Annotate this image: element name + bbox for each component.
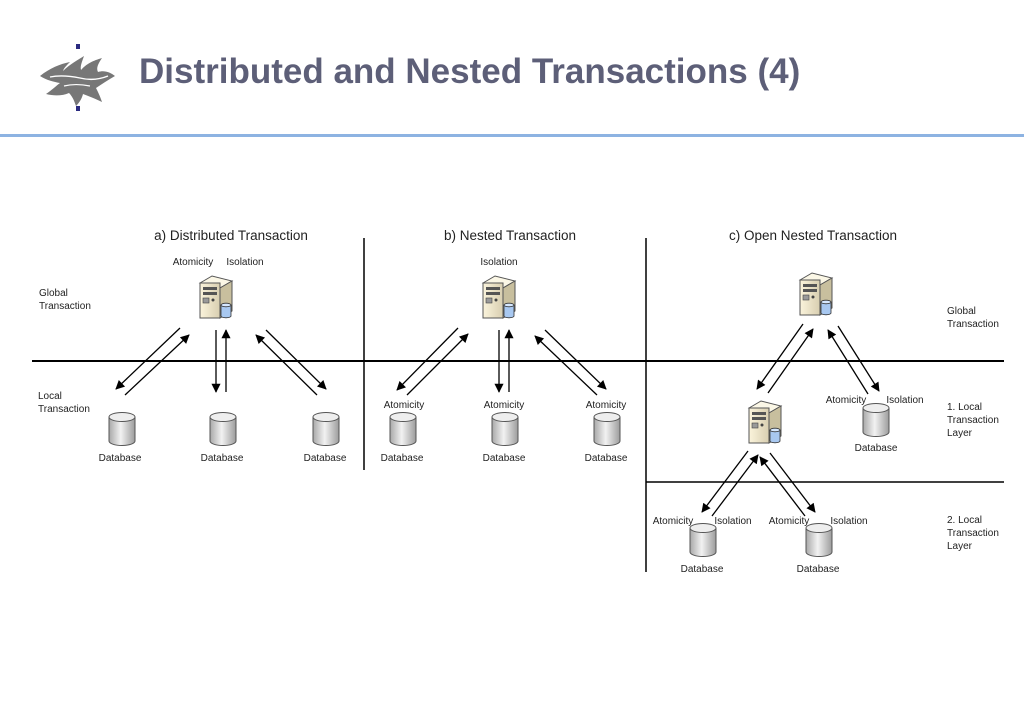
database-icon — [209, 412, 237, 446]
server-icon — [799, 272, 833, 316]
database-label: Database — [99, 453, 142, 464]
arrow — [837, 325, 880, 392]
title-rule — [0, 134, 1024, 137]
arrow — [759, 456, 806, 517]
panel-a-heading: a) Distributed Transaction — [154, 228, 308, 243]
isolation-label: Isolation — [886, 395, 923, 406]
arrow — [534, 335, 598, 396]
arrow — [767, 328, 814, 394]
database-icon — [862, 403, 890, 437]
database-label: Database — [483, 453, 526, 464]
database-label: Database — [797, 564, 840, 575]
panel-distributed-transaction: a) Distributed Transaction Atomicity Iso… — [99, 228, 347, 464]
atomicity-label: Atomicity — [826, 395, 867, 406]
database-label: Database — [304, 453, 347, 464]
arrow — [769, 452, 816, 513]
arrow — [265, 329, 327, 390]
isolation-label: Isolation — [830, 516, 867, 527]
local-layer-2-label-3: Layer — [947, 541, 973, 552]
database-label: Database — [855, 443, 898, 454]
arrow — [756, 323, 804, 390]
atomicity-label: Atomicity — [769, 516, 810, 527]
panel-b-heading: b) Nested Transaction — [444, 228, 576, 243]
isolation-label: Isolation — [226, 257, 263, 268]
local-transaction-label: Local — [38, 391, 62, 402]
global-transaction-label-2: Transaction — [39, 301, 91, 312]
atomicity-label: Atomicity — [173, 257, 214, 268]
database-icon — [805, 523, 833, 557]
database-icon — [312, 412, 340, 446]
database-icon — [491, 412, 519, 446]
local-layer-1-label: 1. Local — [947, 402, 982, 413]
isolation-label: Isolation — [714, 516, 751, 527]
arrow — [544, 329, 607, 390]
local-layer-1-label-2: Transaction — [947, 415, 999, 426]
atomicity-label: Atomicity — [484, 400, 525, 411]
local-layer-2-label: 2. Local — [947, 515, 982, 526]
database-icon — [593, 412, 621, 446]
database-label: Database — [381, 453, 424, 464]
isolation-label: Isolation — [480, 257, 517, 268]
panel-nested-transaction: b) Nested Transaction Isolation Atomicit… — [381, 228, 628, 464]
university-flame-logo — [40, 44, 115, 111]
database-icon — [389, 412, 417, 446]
server-icon — [199, 275, 233, 319]
arrow — [115, 327, 181, 390]
arrow — [124, 334, 190, 396]
local-layer-2-label-2: Transaction — [947, 528, 999, 539]
arrow — [827, 329, 869, 395]
global-transaction-label-right-2: Transaction — [947, 319, 999, 330]
database-icon — [689, 523, 717, 557]
panel-open-nested-transaction: c) Open Nested Transaction Atomicity Iso… — [653, 228, 924, 575]
atomicity-label: Atomicity — [384, 400, 425, 411]
database-label: Database — [201, 453, 244, 464]
arrow — [711, 454, 759, 517]
database-icon — [108, 412, 136, 446]
server-icon — [748, 400, 782, 444]
server-icon — [482, 275, 516, 319]
arrow — [396, 327, 459, 391]
global-transaction-label-right: Global — [947, 306, 976, 317]
database-label: Database — [681, 564, 724, 575]
local-transaction-label-2: Transaction — [38, 404, 90, 415]
panel-c-heading: c) Open Nested Transaction — [729, 228, 897, 243]
atomicity-label: Atomicity — [586, 400, 627, 411]
arrow — [255, 334, 318, 396]
arrow — [701, 450, 749, 513]
local-layer-1-label-3: Layer — [947, 428, 973, 439]
arrow — [406, 333, 469, 396]
layer-separators — [32, 238, 1004, 572]
global-transaction-label: Global — [39, 288, 68, 299]
slide-title: Distributed and Nested Transactions (4) — [139, 52, 801, 91]
database-label: Database — [585, 453, 628, 464]
atomicity-label: Atomicity — [653, 516, 694, 527]
